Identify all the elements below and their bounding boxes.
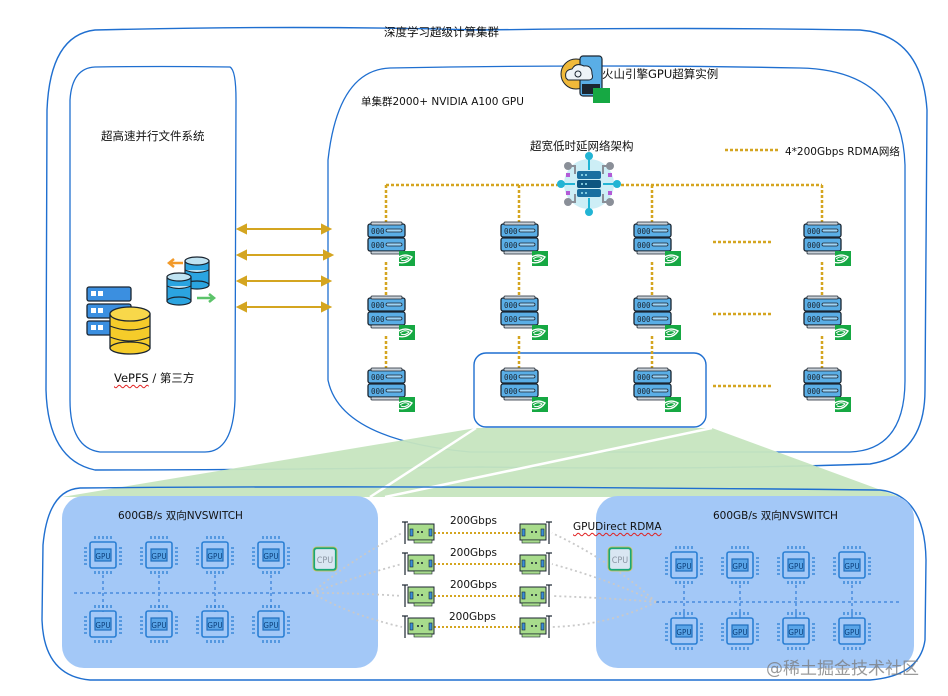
- storage-caption-separator: /: [148, 371, 160, 385]
- link-bandwidth-label: 200Gbps: [450, 547, 497, 559]
- gpu-server-icon: [803, 295, 842, 329]
- left-nvswitch-label: 600GB/s 双向NVSWITCH: [118, 510, 243, 522]
- gpu-chip-label: GPU: [207, 552, 222, 561]
- storage-panel-frame: [69, 65, 237, 453]
- gpu-server-icon: [500, 221, 539, 255]
- data-sync-icon: [166, 256, 217, 306]
- storage-caption-rest: 第三方: [159, 371, 195, 385]
- network-card-icon: [401, 521, 435, 545]
- storage-link: [235, 301, 333, 313]
- watermark: @稀土掘金技术社区: [766, 659, 919, 679]
- gpu-chip-label: GPU: [788, 562, 803, 571]
- gpu-chip-label: GPU: [732, 562, 747, 571]
- storage-link: [235, 249, 335, 261]
- gpu-instance-icon: [560, 55, 610, 103]
- gpu-chip-label: GPU: [844, 562, 859, 571]
- gpu-chip-label: GPU: [732, 628, 747, 637]
- network-architecture-label: 超宽低时延网络架构: [530, 139, 634, 153]
- storage-caption: VePFS / 第三方: [114, 370, 194, 386]
- gpu-server-icon: [367, 295, 406, 329]
- storage-link: [235, 275, 333, 287]
- rdma-legend-label: 4*200Gbps RDMA网络: [785, 146, 900, 158]
- gpu-chip-label: GPU: [676, 628, 691, 637]
- cpu-label: CPU: [317, 556, 334, 566]
- gpudirect-rdma-label: GPUDirect RDMA: [573, 521, 662, 533]
- gpu-server-icon: [500, 367, 539, 401]
- cluster-size-label: 单集群2000+ NVIDIA A100 GPU: [361, 96, 524, 108]
- database-icon: [109, 306, 151, 355]
- gpu-chip-label: GPU: [207, 621, 222, 630]
- link-bandwidth-label: 200Gbps: [450, 579, 497, 591]
- gpu-server-icon: [367, 367, 406, 401]
- instance-label: 火山引擎GPU超算实例: [602, 67, 719, 81]
- gpu-chip-label: GPU: [676, 562, 691, 571]
- gpu-server-icon: [803, 221, 842, 255]
- gpu-server-icon: [803, 367, 842, 401]
- network-card-icon: [520, 585, 552, 607]
- gpu-server-icon: [633, 367, 672, 401]
- cpu-label: CPU: [612, 556, 629, 566]
- storage-caption-name: VePFS: [114, 371, 149, 385]
- pcie-fanout: [311, 532, 657, 628]
- network-card-icon: [520, 616, 552, 638]
- gpu-server-icon: [633, 295, 672, 329]
- gpu-chip-label: GPU: [95, 621, 110, 630]
- gpu-chip-label: GPU: [151, 552, 166, 561]
- network-card-icon: [520, 553, 552, 575]
- storage-panel-title: 超高速并行文件系统: [101, 129, 205, 143]
- selected-nodes-frame: [473, 352, 707, 428]
- gpu-server-icon: [367, 221, 406, 255]
- gpu-chip-label: GPU: [263, 621, 278, 630]
- gpu-chip-label: GPU: [151, 621, 166, 630]
- gpu-chip-label: GPU: [788, 628, 803, 637]
- gpu-server-icon: [633, 221, 672, 255]
- network-card-icon: [520, 522, 552, 544]
- link-bandwidth-label: 200Gbps: [450, 515, 497, 527]
- right-nvswitch-label: 600GB/s 双向NVSWITCH: [713, 510, 838, 522]
- gpu-server-icon: [500, 295, 539, 329]
- compute-panel-frame: [327, 65, 906, 453]
- gpu-chip-label: GPU: [844, 628, 859, 637]
- cluster-frame: [45, 26, 928, 471]
- storage-links: [235, 223, 335, 313]
- network-hub-icon: [557, 152, 621, 216]
- link-bandwidth-label: 200Gbps: [449, 611, 496, 623]
- zoom-highlight: [62, 428, 900, 497]
- network-card-icon: [401, 615, 435, 639]
- cluster-title: 深度学习超级计算集群: [384, 25, 499, 39]
- network-card-icon: [401, 584, 435, 608]
- node-detail-frame: [41, 486, 927, 681]
- gpu-chip-label: GPU: [95, 552, 110, 561]
- gpu-chip-label: GPU: [263, 552, 278, 561]
- network-card-icon: [401, 552, 435, 576]
- storage-link: [235, 223, 333, 235]
